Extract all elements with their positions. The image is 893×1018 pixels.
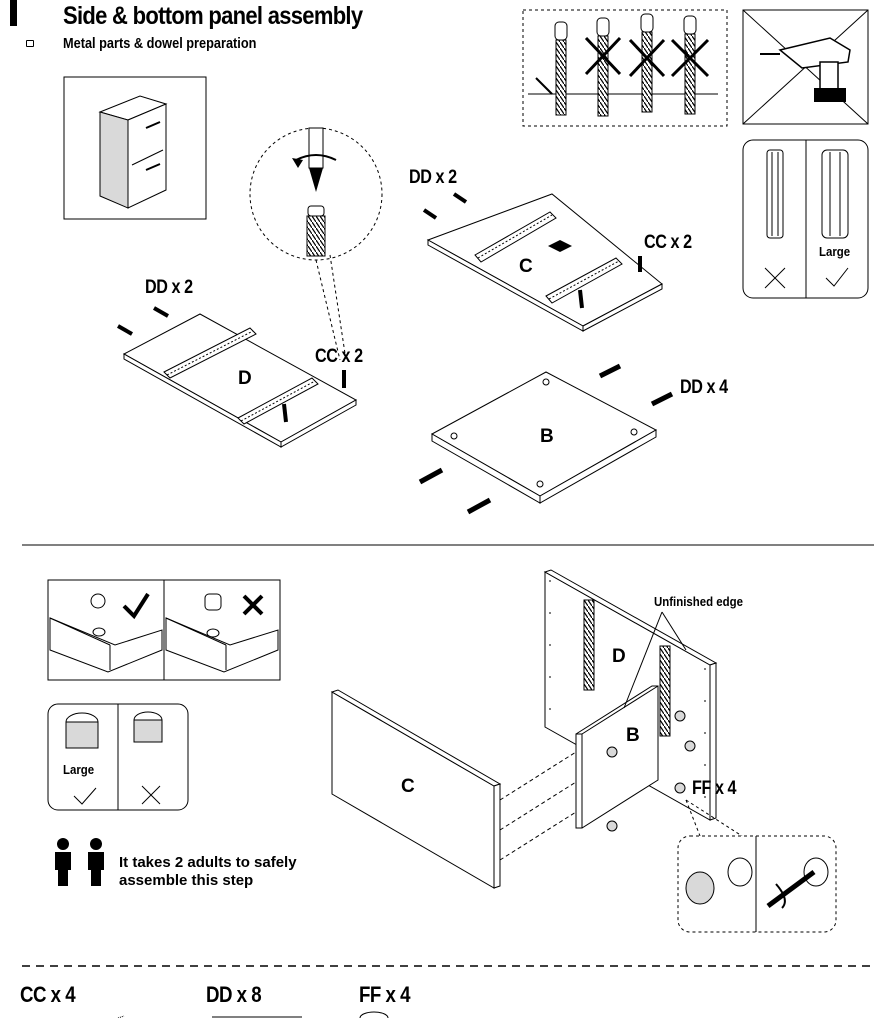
panel-c-bottom [330,689,577,889]
c-cam-qty-label: CC x 2 [644,232,692,253]
panel-b-bottom-label: B [626,725,640,746]
safety-note-line1: It takes 2 adults to safely [119,854,297,871]
panel-d-bottom-label: D [612,646,626,667]
panel-c-top-label: C [519,256,533,277]
cabinet-thumbnail [63,76,207,220]
cam-lock-detail [677,799,837,933]
screw-depth-check [522,9,728,127]
screwdriver-icon [292,127,337,192]
cam-size-check [47,703,189,811]
panel-d-bottom [543,569,718,821]
dowel-large-label: Large [819,244,851,259]
legend-item-ff: FF x 4 [359,982,410,1007]
unfinished-edge-label: Unfinished edge [654,594,743,609]
cam-orientation-check [47,579,281,681]
safety-note-line2: assemble this step [119,872,254,889]
c-dowel-qty-label: DD x 2 [409,167,457,188]
panel-b-top [418,363,674,515]
cam-large-label: Large [63,762,95,777]
drill-icon [760,37,851,102]
page-title: Side & bottom panel assembly [63,2,363,30]
panel-c-bottom-label: C [401,776,415,797]
legend-item-cc: CC x 4 [20,982,76,1007]
no-drill-warning [742,9,869,125]
panel-d-top [117,306,358,448]
panel-d-top-label: D [238,368,252,389]
cam-lock-qty-label: FF x 4 [692,778,737,799]
step-number-bar [10,0,17,26]
panel-b-bottom [575,685,696,832]
page-subtitle: Metal parts & dowel preparation [63,35,257,52]
panel-b-top-label: B [540,426,554,447]
b-dowel-qty-label: DD x 4 [680,377,728,398]
screwdriver-detail [249,127,383,361]
d-dowel-qty-label: DD x 2 [145,277,193,298]
d-cam-qty-label: CC x 2 [315,346,363,367]
dowel-size-check [742,139,869,299]
checkmark-icon [825,267,849,287]
two-person-icon [55,838,104,886]
panel-c-top [422,192,663,332]
legend-item-dd: DD x 8 [206,982,262,1007]
subtitle-bullet [26,40,34,47]
